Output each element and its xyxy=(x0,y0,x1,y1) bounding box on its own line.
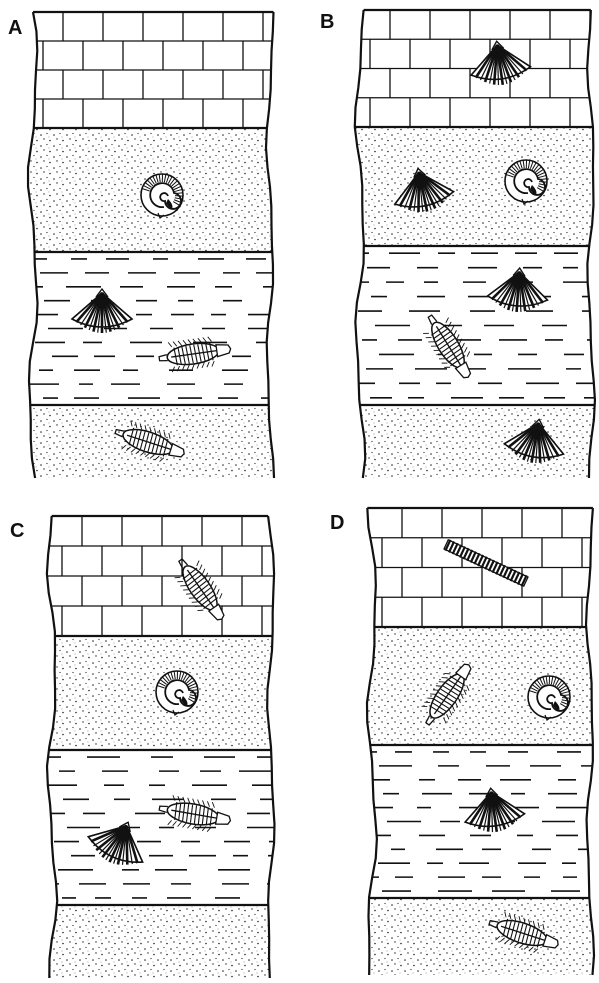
rock-column xyxy=(23,12,296,478)
layer-sandstone xyxy=(362,898,599,975)
panel-label: B xyxy=(320,11,334,33)
layer-sandstone xyxy=(350,127,599,246)
layer-shale xyxy=(42,750,304,905)
panel-label: A xyxy=(8,17,22,39)
panel-a: A xyxy=(8,12,296,478)
layer-sandstone xyxy=(42,905,281,978)
panel-b: B xyxy=(320,10,599,478)
panel-label: C xyxy=(10,520,24,542)
layer-limestone xyxy=(42,516,281,636)
layer-shale xyxy=(350,246,599,405)
layer-sandstone xyxy=(350,405,599,478)
rock-column xyxy=(350,10,599,478)
layer-shale xyxy=(23,252,296,405)
layer-limestone xyxy=(23,12,280,128)
rock-column xyxy=(362,508,599,975)
panel-d: D xyxy=(330,508,599,975)
panel-label: D xyxy=(330,512,344,534)
panel-c: C xyxy=(10,516,304,978)
layer-limestone xyxy=(350,10,599,127)
rock-column xyxy=(42,516,304,978)
layer-limestone xyxy=(362,508,599,627)
panels: A B C D xyxy=(8,10,599,978)
